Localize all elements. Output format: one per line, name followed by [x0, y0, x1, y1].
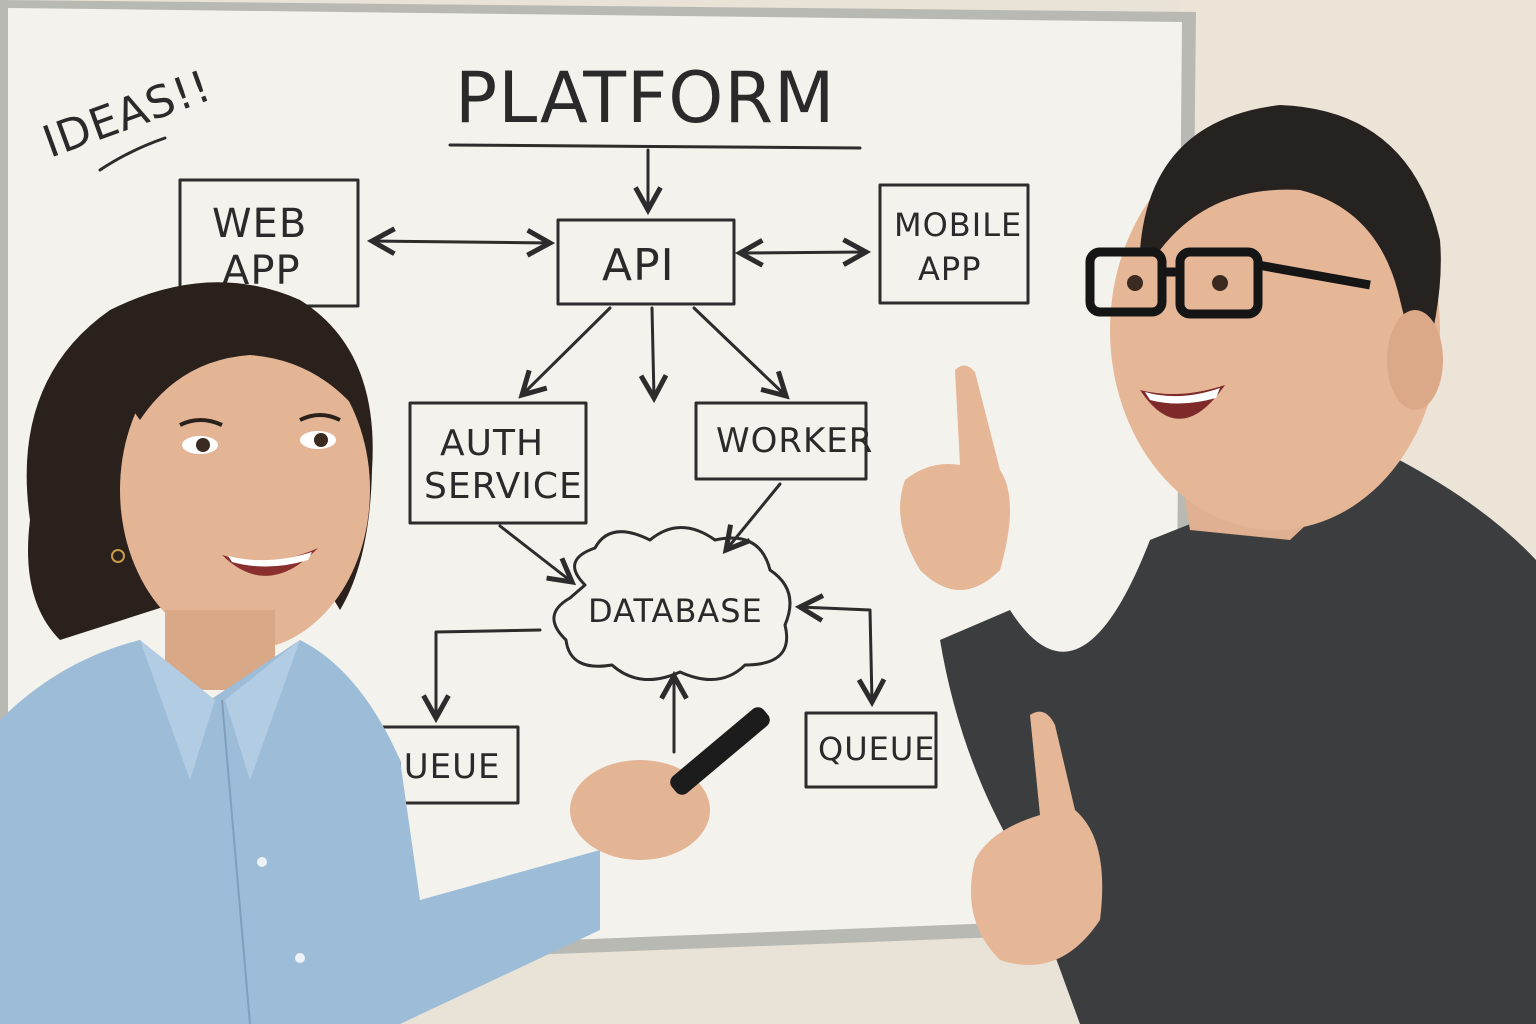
- face-right: [1110, 130, 1440, 530]
- hand-thumb: [970, 711, 1103, 965]
- worker-label: WORKER: [716, 421, 873, 461]
- auth-line2: SERVICE: [424, 466, 583, 507]
- hand-pointing-up: [900, 365, 1010, 590]
- marker-pen: [670, 707, 770, 795]
- diagram-title: PLATFORM: [455, 57, 835, 139]
- node-worker: WORKER: [694, 401, 873, 481]
- mobile-app-line2: APP: [918, 250, 981, 288]
- mobile-app-line1: MOBILE: [894, 206, 1022, 244]
- api-label: API: [602, 240, 675, 291]
- node-web-app: WEB APP: [178, 178, 360, 308]
- node-auth-service: AUTH SERVICE: [408, 401, 588, 525]
- node-database: DATABASE: [552, 526, 792, 682]
- node-mobile-app: MOBILE APP: [878, 183, 1030, 305]
- queue-right-label: QUEUE: [818, 730, 935, 768]
- person-left: [0, 282, 770, 1024]
- web-app-line1: WEB: [212, 201, 307, 247]
- title-underline: [448, 143, 862, 150]
- database-label: DATABASE: [588, 592, 763, 630]
- face-left: [120, 330, 370, 650]
- person-right: [900, 105, 1536, 1024]
- hair-right: [1140, 105, 1441, 380]
- node-api: API: [556, 218, 736, 306]
- auth-line1: AUTH: [440, 423, 544, 464]
- glasses: [1085, 247, 1371, 319]
- node-queue-right: QUEUE: [804, 711, 938, 789]
- shirt-left: [0, 640, 600, 1024]
